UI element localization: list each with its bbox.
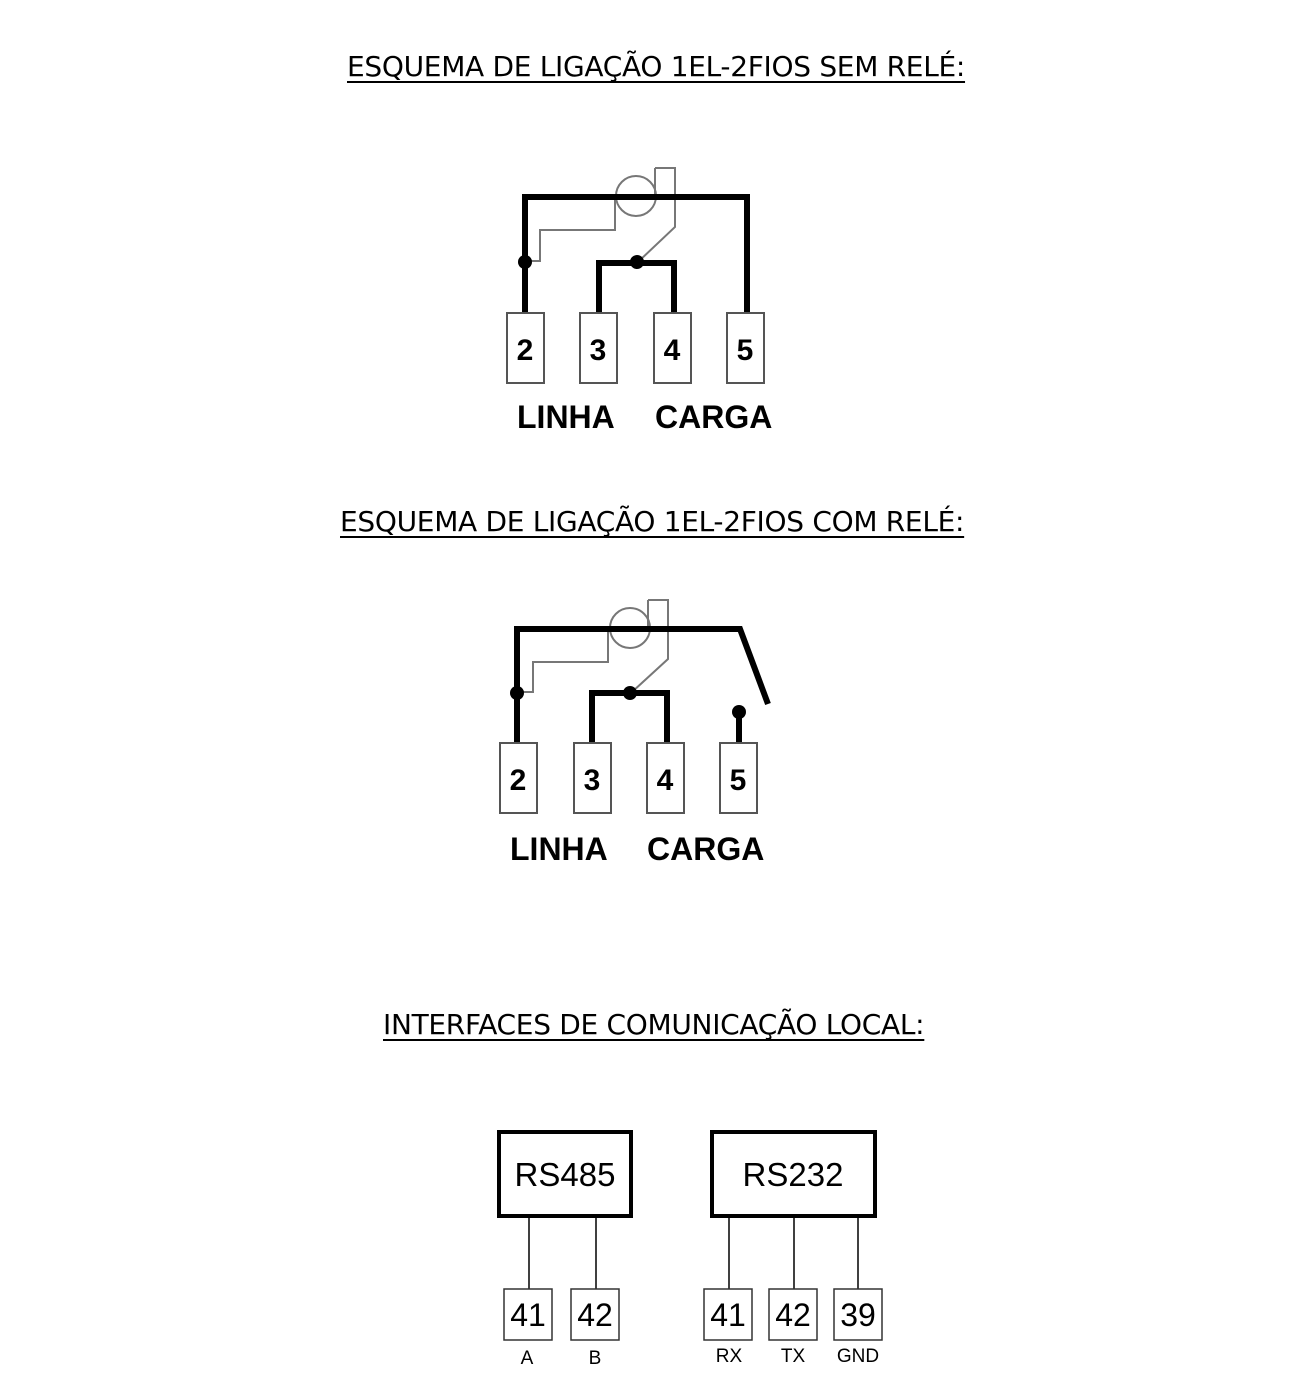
rs232-module	[710, 1130, 877, 1218]
terminal-5	[719, 742, 758, 814]
relay-contact	[732, 705, 746, 719]
terminal-2	[506, 312, 545, 384]
terminal-number: 3	[584, 764, 601, 797]
junction-dot	[518, 255, 532, 269]
terminal-number: 2	[517, 334, 534, 367]
terminal-block-com-rele	[499, 742, 758, 814]
heading-sem-rele: ESQUEMA DE LIGAÇÃO 1EL-2FIOS SEM RELÉ:	[347, 50, 966, 83]
rs232-label: RS232	[743, 1156, 844, 1193]
label-linha: LINHA	[510, 831, 608, 867]
pin-number: 42	[775, 1297, 811, 1333]
terminal-block-sem-rele	[506, 312, 765, 384]
label-linha: LINHA	[517, 399, 615, 435]
pin-label: A	[521, 1348, 534, 1369]
terminal-2	[499, 742, 538, 814]
pin-box	[833, 1288, 883, 1341]
junction-dot	[630, 255, 644, 269]
pin-box	[703, 1288, 753, 1341]
rs485-module	[497, 1130, 633, 1218]
terminal-number: 5	[737, 334, 754, 367]
pin-box	[570, 1288, 620, 1341]
heading-interfaces: INTERFACES DE COMUNICAÇÃO LOCAL:	[383, 1008, 925, 1041]
terminal-4	[646, 742, 685, 814]
terminal-3	[579, 312, 618, 384]
pin-box	[503, 1288, 553, 1341]
terminal-number: 4	[664, 334, 681, 367]
pin-label: RX	[716, 1346, 743, 1367]
pin-number: 42	[577, 1297, 613, 1333]
terminal-3	[573, 742, 612, 814]
label-carga: CARGA	[647, 831, 764, 867]
pin-label: GND	[837, 1346, 879, 1367]
terminal-number: 2	[510, 764, 527, 797]
label-carga: CARGA	[655, 399, 772, 435]
pin-number: 41	[510, 1297, 546, 1333]
junction-dot	[510, 686, 524, 700]
terminal-4	[653, 312, 692, 384]
terminal-number: 5	[730, 764, 747, 797]
pin-label: TX	[781, 1346, 806, 1367]
pin-number: 39	[840, 1297, 876, 1333]
terminal-5	[726, 312, 765, 384]
pin-label: B	[589, 1348, 602, 1369]
junction-dot	[623, 686, 637, 700]
terminal-number: 4	[657, 764, 674, 797]
terminal-number: 3	[590, 334, 607, 367]
rs485-label: RS485	[515, 1156, 616, 1193]
pin-number: 41	[710, 1297, 746, 1333]
pin-box	[768, 1288, 818, 1341]
heading-com-rele: ESQUEMA DE LIGAÇÃO 1EL-2FIOS COM RELÉ:	[340, 505, 965, 538]
